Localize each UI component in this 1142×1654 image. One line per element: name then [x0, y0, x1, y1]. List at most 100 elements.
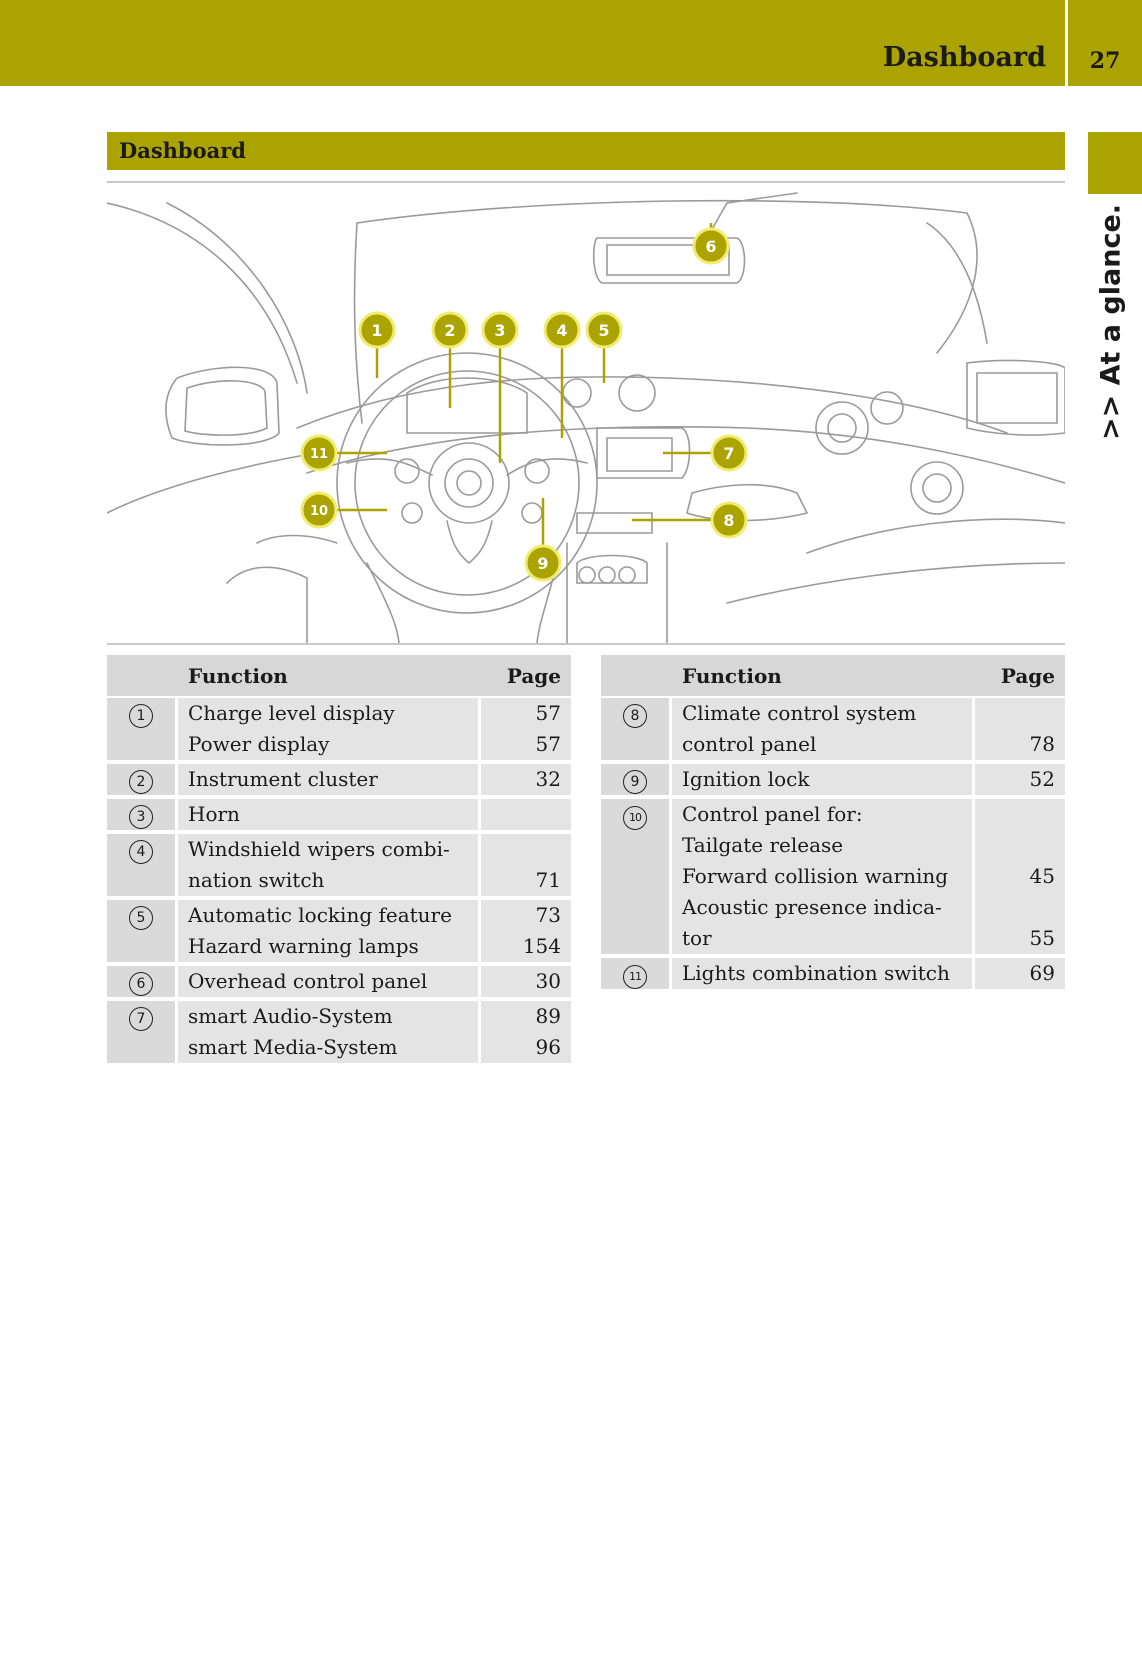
svg-text:1: 1 [371, 321, 382, 340]
page-reference [985, 892, 1055, 923]
callout-1: 1 [360, 313, 394, 347]
item-number-badge: 7 [129, 1007, 153, 1031]
page-cell: 5757 [481, 698, 571, 764]
page-column-header: Page [481, 655, 571, 698]
svg-text:9: 9 [537, 554, 548, 573]
function-text: Forward collision warning [682, 861, 962, 892]
callout-3: 3 [483, 313, 517, 347]
dashboard-illustration: 1 2 3 4 5 6 7 [107, 181, 1065, 645]
function-cell: Instrument cluster [178, 764, 481, 799]
side-tab-label-wrap: >> At a glance. [1086, 212, 1136, 432]
svg-text:3: 3 [494, 321, 505, 340]
page-reference: 71 [491, 865, 561, 896]
item-number-badge: 5 [129, 906, 153, 930]
callout-5: 5 [587, 313, 621, 347]
callout-8: 8 [712, 503, 746, 537]
callout-10: 10 [302, 493, 336, 527]
item-number-cell: 7 [107, 1001, 178, 1067]
function-text: tor [682, 923, 962, 954]
item-number-badge: 2 [129, 770, 153, 794]
page-reference [985, 698, 1055, 729]
svg-text:7: 7 [723, 444, 734, 463]
page-reference: 57 [491, 729, 561, 760]
function-column-header: Function [672, 655, 975, 698]
item-number-cell: 2 [107, 764, 178, 799]
page-reference: 32 [491, 764, 561, 795]
item-number-badge: 4 [129, 840, 153, 864]
function-cell: Ignition lock [672, 764, 975, 799]
page-number: 27 [1068, 48, 1142, 74]
function-text: Horn [188, 799, 468, 830]
function-text: Instrument cluster [188, 764, 468, 795]
page-reference: 57 [491, 698, 561, 729]
page-reference [491, 834, 561, 865]
item-number-badge: 11 [623, 965, 647, 989]
svg-text:11: 11 [310, 447, 328, 462]
page-reference: 52 [985, 764, 1055, 795]
function-text: Power display [188, 729, 468, 760]
function-text: smart Media-System [188, 1032, 468, 1063]
svg-text:10: 10 [310, 504, 328, 519]
item-number-cell: 4 [107, 834, 178, 900]
function-column-header: Function [178, 655, 481, 698]
function-text: Automatic locking feature [188, 900, 468, 931]
function-cell: Climate control systemcontrol panel [672, 698, 975, 764]
function-text: control panel [682, 729, 962, 760]
dashboard-line-drawing: 1 2 3 4 5 6 7 [107, 183, 1065, 643]
item-number-cell: 11 [601, 958, 672, 993]
page-reference [491, 799, 561, 830]
function-cell: Charge level displayPower display [178, 698, 481, 764]
page-cell: 52 [975, 764, 1065, 799]
callout-11: 11 [302, 436, 336, 470]
table-header-row: Function Page [601, 655, 1065, 698]
side-tab-marker [1088, 132, 1142, 194]
page-cell: 30 [481, 966, 571, 1001]
svg-text:6: 6 [705, 237, 716, 256]
item-number-badge: 1 [129, 704, 153, 728]
item-number-cell: 1 [107, 698, 178, 764]
function-text: Hazard warning lamps [188, 931, 468, 962]
item-number-cell: 9 [601, 764, 672, 799]
function-text: Ignition lock [682, 764, 962, 795]
page-reference: 73 [491, 900, 561, 931]
number-column-header [107, 655, 178, 698]
section-title: Dashboard [119, 138, 246, 163]
item-number-badge: 8 [623, 704, 647, 728]
callout-7: 7 [712, 436, 746, 470]
function-text: Acoustic presence indica- [682, 892, 962, 923]
svg-text:4: 4 [556, 321, 567, 340]
function-text: Windshield wipers combi- [188, 834, 468, 865]
function-cell: Horn [178, 799, 481, 834]
table-header-row: Function Page [107, 655, 571, 698]
function-text: smart Audio-System [188, 1001, 468, 1032]
page-reference: 45 [985, 861, 1055, 892]
function-cell: Overhead control panel [178, 966, 481, 1001]
side-tab-label: >> At a glance. [1096, 204, 1127, 440]
page-reference: 96 [491, 1032, 561, 1063]
table-row: 4 Windshield wipers combi-nation switch 71 [107, 834, 571, 900]
table-row: 1Charge level displayPower display5757 [107, 698, 571, 764]
item-number-badge: 9 [623, 770, 647, 794]
item-number-cell: 8 [601, 698, 672, 764]
function-text: Climate control system [682, 698, 962, 729]
callout-2: 2 [433, 313, 467, 347]
function-text: nation switch [188, 865, 468, 896]
page-reference: 78 [985, 729, 1055, 760]
function-text: Lights combination switch [682, 958, 962, 989]
table-row: 9 Ignition lock 52 [601, 764, 1065, 799]
page-cell: 32 [481, 764, 571, 799]
header-title: Dashboard [883, 42, 1046, 73]
callout-4: 4 [545, 313, 579, 347]
item-number-cell: 10 [601, 799, 672, 958]
function-text: Tailgate release [682, 830, 962, 861]
svg-text:5: 5 [598, 321, 609, 340]
page-reference [985, 799, 1055, 830]
page-reference [985, 830, 1055, 861]
